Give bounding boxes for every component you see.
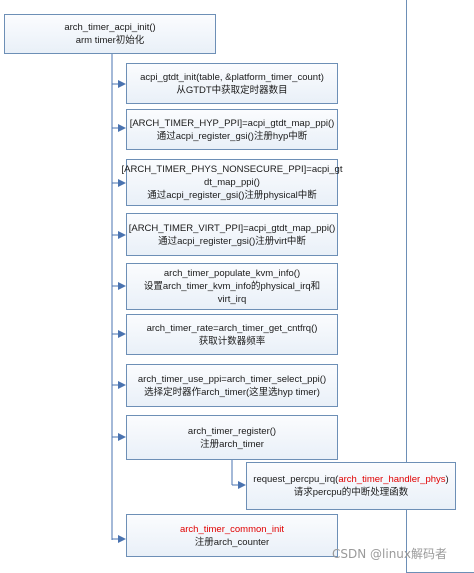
node-select-ppi: arch_timer_use_ppi=arch_timer_select_ppi…: [126, 364, 338, 407]
node-arch-timer-common-init: arch_timer_common_init 注册arch_counter: [126, 514, 338, 557]
handler-name-highlight: arch_timer_handler_phys: [338, 474, 446, 485]
node-text: ): [445, 474, 449, 485]
node-line: 获取计数器频率: [198, 335, 266, 347]
node-line: acpi_gtdt_init(table, &platform_timer_co…: [140, 71, 324, 83]
node-line: 从GTDT中获取定时器数目: [176, 84, 288, 96]
node-line: 请求percpu的中断处理函数: [293, 487, 409, 498]
node-line: arch_timer_populate_kvm_info(): [163, 268, 301, 279]
node-phys-nonsecure-ppi: [ARCH_TIMER_PHYS_NONSECURE_PPI]=acpi_gt …: [122, 159, 342, 206]
node-line: arch_timer_acpi_init(): [64, 22, 156, 33]
node-line-highlight: arch_timer_common_init: [179, 523, 284, 535]
node-line: 选择定时器作arch_timer(这里选hyp timer): [144, 386, 320, 398]
node-line: 通过acpi_register_gsi()注册physical中断: [147, 190, 317, 201]
node-line: [ARCH_TIMER_PHYS_NONSECURE_PPI]=acpi_gt: [121, 164, 343, 175]
node-line: 通过acpi_register_gsi()注册virt中断: [158, 235, 306, 247]
csdn-watermark: CSDN @linux解码者: [332, 547, 448, 561]
node-line: virt_irq: [217, 294, 247, 305]
node-line: 通过acpi_register_gsi()注册hyp中断: [156, 130, 308, 142]
node-arch-timer-acpi-init: arch_timer_acpi_init() arm timer初始化: [4, 14, 216, 54]
node-virt-ppi: [ARCH_TIMER_VIRT_PPI]=acpi_gtdt_map_ppi(…: [126, 213, 338, 256]
node-request-percpu-irq: request_percpu_irq(arch_timer_handler_ph…: [246, 462, 456, 510]
node-arch-timer-register: arch_timer_register() 注册arch_timer: [126, 415, 338, 460]
node-line: arch_timer_rate=arch_timer_get_cntfrq(): [146, 322, 318, 334]
node-line: arch_timer_register(): [187, 425, 277, 437]
node-populate-kvm-info: arch_timer_populate_kvm_info() 设置arch_ti…: [126, 263, 338, 310]
node-line: arm timer初始化: [75, 35, 145, 46]
node-line: [ARCH_TIMER_HYP_PPI]=acpi_gtdt_map_ppi(): [129, 117, 335, 129]
node-line: 设置arch_timer_kvm_info的physical_irq和: [143, 281, 321, 292]
node-arch-timer-rate: arch_timer_rate=arch_timer_get_cntfrq() …: [126, 314, 338, 355]
node-line: arch_timer_use_ppi=arch_timer_select_ppi…: [137, 373, 327, 385]
node-line: dt_map_ppi(): [204, 177, 260, 188]
node-line: request_percpu_irq(arch_timer_handler_ph…: [253, 473, 448, 486]
node-hyp-ppi: [ARCH_TIMER_HYP_PPI]=acpi_gtdt_map_ppi()…: [126, 109, 338, 150]
node-line: 注册arch_timer: [200, 438, 264, 450]
node-line: [ARCH_TIMER_VIRT_PPI]=acpi_gtdt_map_ppi(…: [128, 222, 336, 234]
node-line: 注册arch_counter: [194, 536, 270, 548]
node-acpi-gtdt-init: acpi_gtdt_init(table, &platform_timer_co…: [126, 63, 338, 104]
node-text: request_percpu_irq(: [253, 474, 339, 485]
